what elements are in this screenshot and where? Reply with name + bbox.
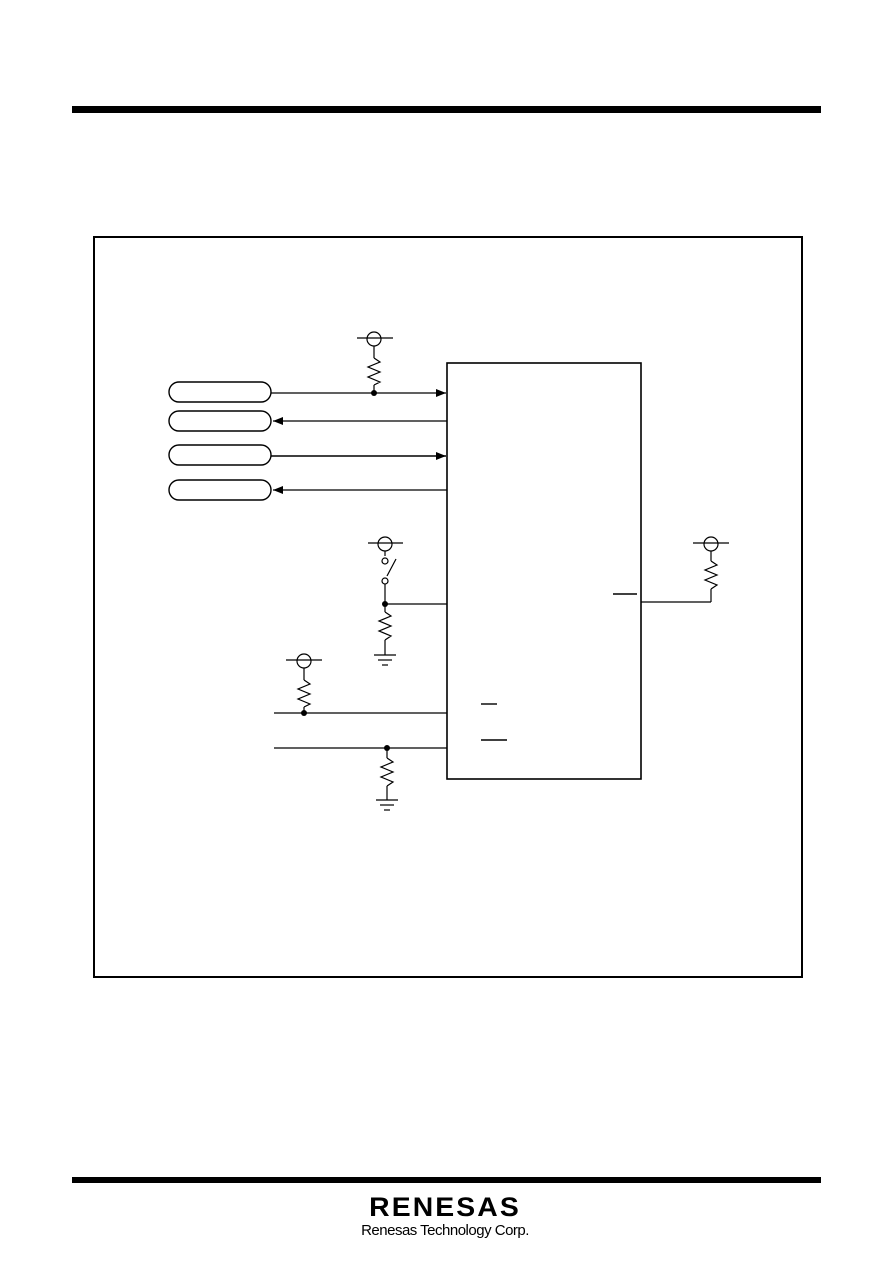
logo-wordmark: RENESAS	[369, 1192, 521, 1222]
junction-dot-2	[382, 601, 388, 607]
header-rule	[72, 106, 821, 113]
pullup-resistor-right	[641, 536, 729, 603]
renesas-logo: RENESAS Renesas Technology Corp.	[330, 1192, 560, 1252]
pulldown-resistor-4	[274, 747, 447, 811]
junction-dot-4	[384, 745, 390, 751]
pullup-resistor-1	[357, 331, 393, 393]
pullup-resistor-3	[274, 653, 447, 714]
signal-terminal-4	[168, 479, 272, 501]
diagram-frame	[93, 236, 803, 978]
switch-circuit	[368, 536, 447, 666]
company-name: Renesas Technology Corp.	[361, 1222, 529, 1239]
signal-terminal-3	[168, 444, 272, 466]
signal-terminal-1	[168, 381, 272, 403]
junction-dot-1	[371, 390, 377, 396]
junction-dot-3	[301, 710, 307, 716]
ic-block	[446, 362, 642, 780]
signal-terminal-2	[168, 410, 272, 432]
footer-rule	[72, 1177, 821, 1183]
